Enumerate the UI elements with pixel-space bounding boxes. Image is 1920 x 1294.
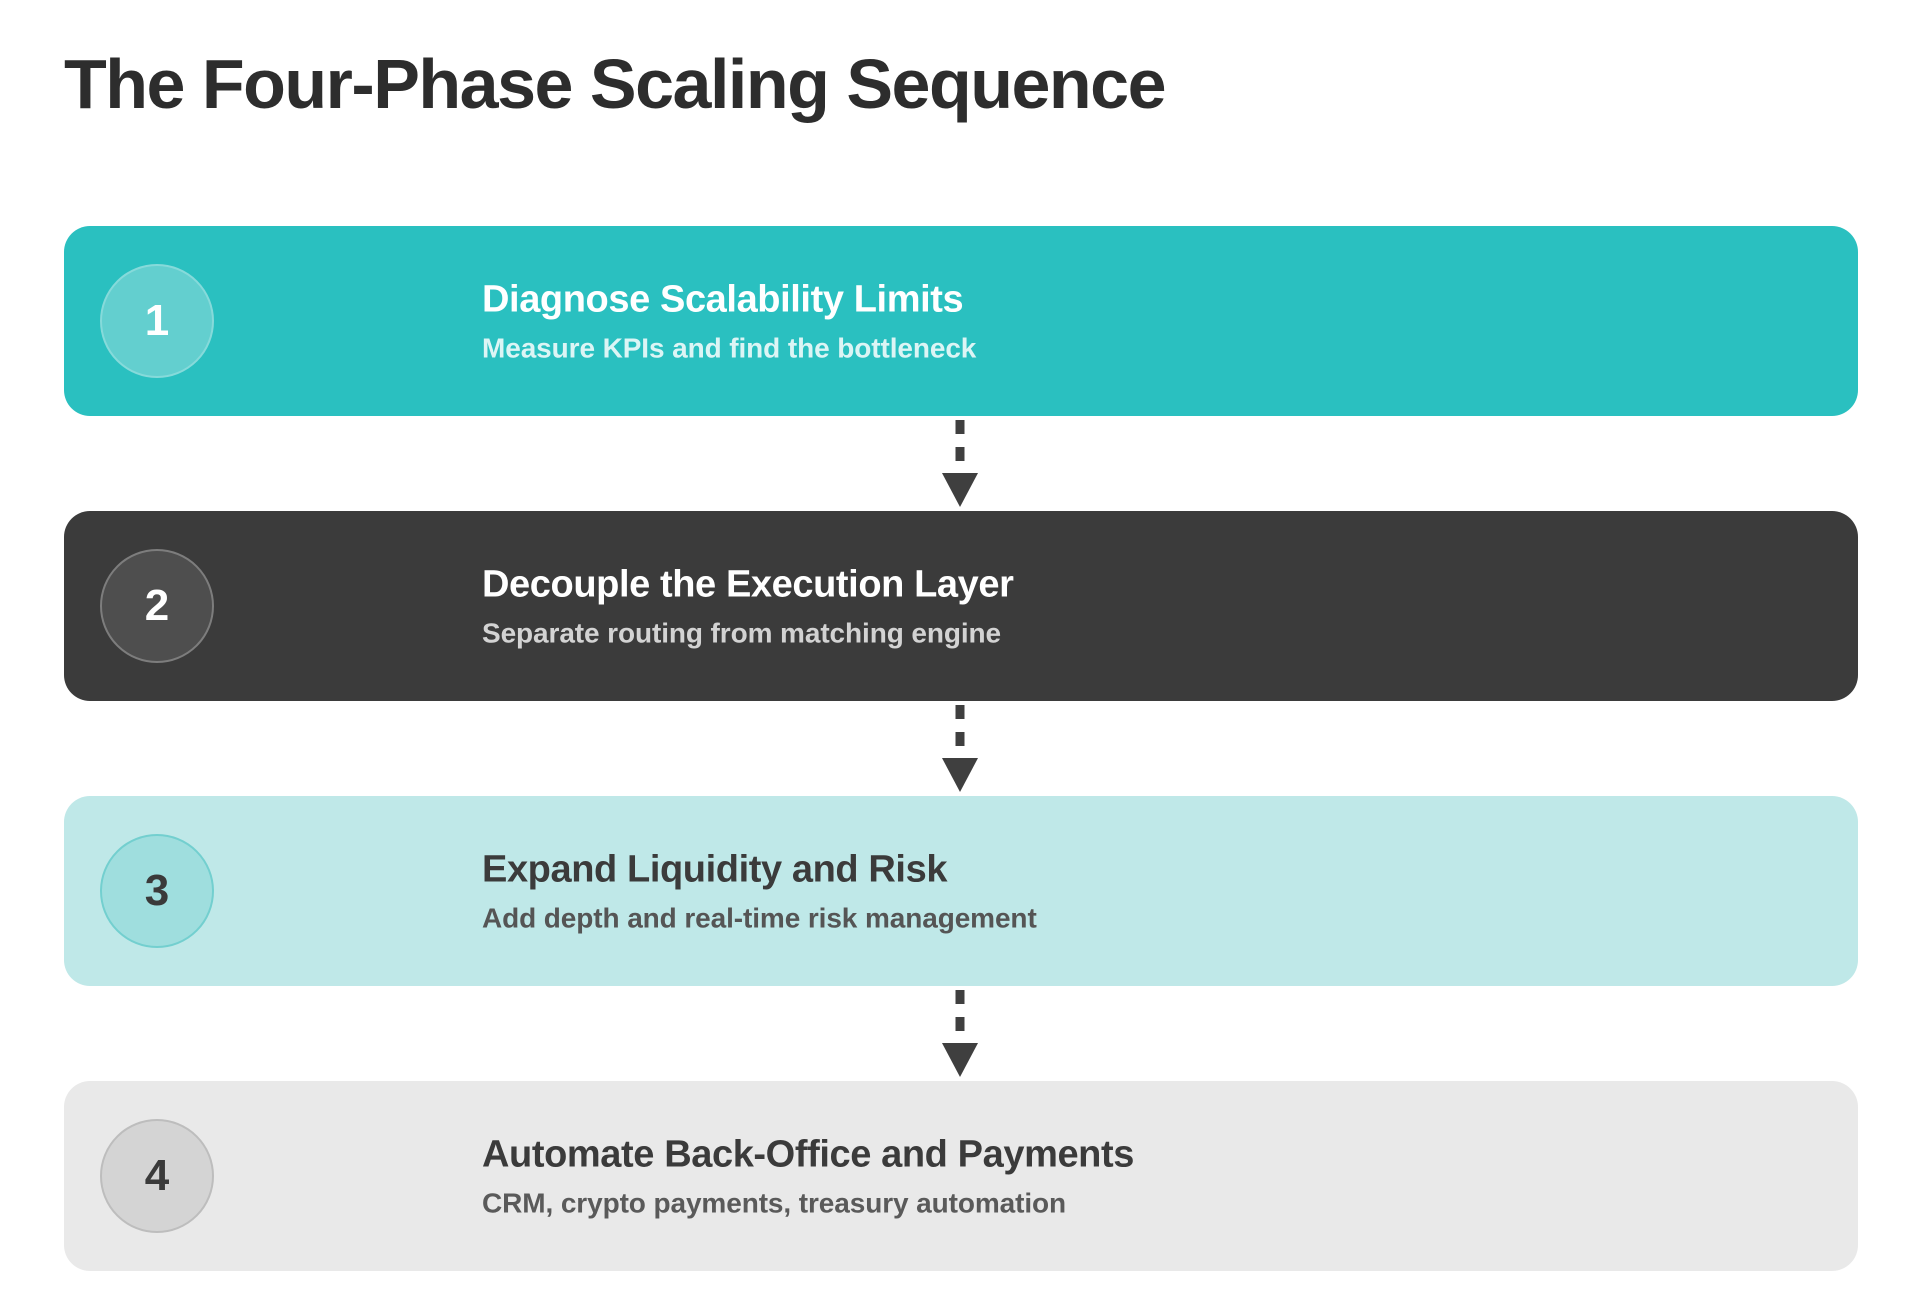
- step-subtitle-3: Add depth and real-time risk management: [482, 902, 1037, 934]
- phase-sequence-list: 1 Diagnose Scalability Limits Measure KP…: [64, 226, 1858, 1271]
- step-subtitle-4: CRM, crypto payments, treasury automatio…: [482, 1187, 1067, 1219]
- page-title: The Four-Phase Scaling Sequence: [64, 45, 1167, 123]
- step-title-2: Decouple the Execution Layer: [482, 563, 1014, 606]
- step-card-3[interactable]: 3 Expand Liquidity and Risk Add depth an…: [64, 796, 1858, 986]
- step-number-badge-4: 4: [100, 1119, 214, 1233]
- step-number-badge-2: 2: [100, 549, 214, 663]
- step-text-block-3: Expand Liquidity and Risk Add depth and …: [482, 847, 1077, 934]
- step-wrapper-1: 1 Diagnose Scalability Limits Measure KP…: [64, 226, 1858, 416]
- step-card-4[interactable]: 4 Automate Back-Office and Payments CRM,…: [64, 1081, 1858, 1271]
- step-number-badge-1: 1: [100, 264, 214, 378]
- step-number-label: 3: [144, 866, 170, 915]
- connector-1-to-2: [64, 416, 1858, 511]
- connector-2-to-3: [64, 701, 1858, 796]
- step-number-badge-3: 3: [100, 834, 214, 948]
- step-card-1[interactable]: 1 Diagnose Scalability Limits Measure KP…: [64, 226, 1858, 416]
- dashed-down-arrow-icon: [942, 420, 978, 507]
- step-title-4: Automate Back-Office and Payments: [482, 1133, 1134, 1176]
- step-text-block-2: Decouple the Execution Layer Separate ro…: [482, 562, 1054, 649]
- step-wrapper-2: 2 Decouple the Execution Layer Separate …: [64, 511, 1858, 701]
- step-card-2[interactable]: 2 Decouple the Execution Layer Separate …: [64, 511, 1858, 701]
- step-title-3: Expand Liquidity and Risk: [482, 848, 948, 891]
- step-text-block-1: Diagnose Scalability Limits Measure KPIs…: [482, 277, 1016, 364]
- step-text-block-4: Automate Back-Office and Payments CRM, c…: [482, 1132, 1174, 1219]
- connector-3-to-4: [64, 986, 1858, 1081]
- step-wrapper-4: 4 Automate Back-Office and Payments CRM,…: [64, 1081, 1858, 1271]
- step-title-1: Diagnose Scalability Limits: [482, 278, 964, 321]
- step-subtitle-1: Measure KPIs and find the bottleneck: [482, 332, 977, 364]
- dashed-down-arrow-icon: [942, 705, 978, 792]
- step-wrapper-3: 3 Expand Liquidity and Risk Add depth an…: [64, 796, 1858, 986]
- step-number-label: 1: [144, 296, 170, 345]
- step-number-label: 2: [144, 581, 170, 630]
- step-subtitle-2: Separate routing from matching engine: [482, 617, 1002, 649]
- dashed-down-arrow-icon: [942, 990, 978, 1077]
- step-number-label: 4: [144, 1151, 170, 1200]
